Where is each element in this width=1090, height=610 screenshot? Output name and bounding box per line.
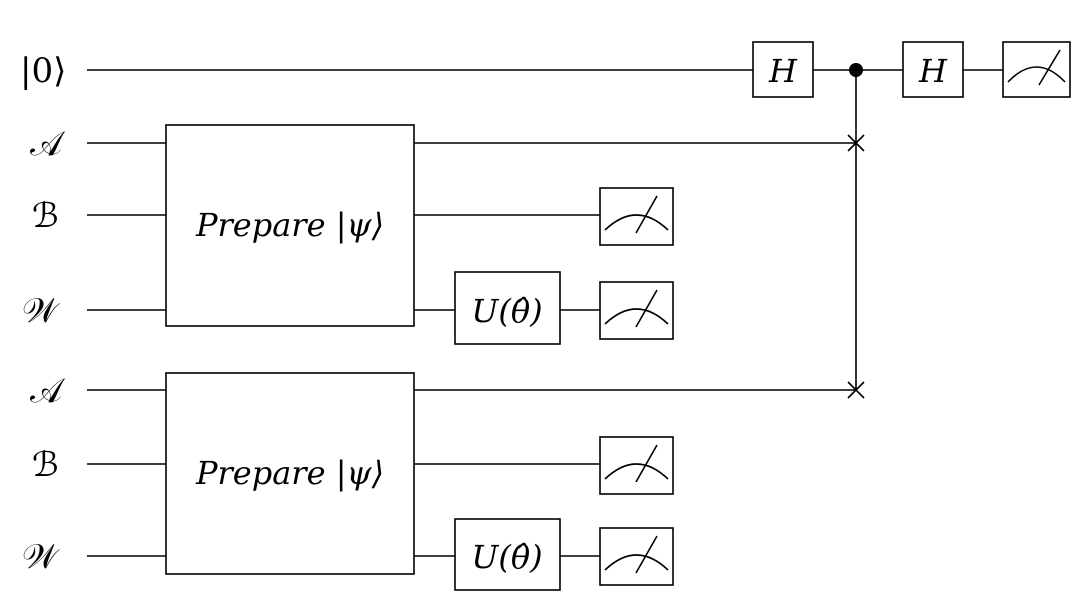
hadamard-gate-1: H xyxy=(752,41,814,98)
wire-label-w1: 𝒲 xyxy=(22,291,61,331)
unitary-gate-2: U(θ̂) xyxy=(454,518,561,591)
unitary-gate-1: U(θ̂) xyxy=(454,271,561,345)
wire-label-a1: 𝒜 xyxy=(30,124,66,164)
svg-text:U(θ̂): U(θ̂) xyxy=(471,292,542,330)
wire-label-w2: 𝒲 xyxy=(22,537,61,577)
swap-cross-icon xyxy=(847,134,865,152)
measurement-meter-icon xyxy=(599,281,674,340)
wire-label-ancilla: |0⟩ xyxy=(20,51,66,91)
svg-text:U(θ̂): U(θ̂) xyxy=(471,538,542,576)
wire-label-b1: ℬ xyxy=(32,196,59,236)
svg-text:Prepare |ψ⟩: Prepare |ψ⟩ xyxy=(195,454,384,492)
svg-text:Prepare |ψ⟩: Prepare |ψ⟩ xyxy=(195,206,384,244)
control-dot-icon xyxy=(849,63,863,77)
measurement-meter-icon xyxy=(599,187,674,246)
measurement-meter-icon xyxy=(1002,41,1071,98)
hadamard-gate-2: H xyxy=(902,41,964,98)
prepare-block-2: Prepare |ψ⟩ xyxy=(165,372,415,575)
wire-label-b2: ℬ xyxy=(32,445,59,485)
svg-text:H: H xyxy=(918,52,948,90)
measurement-meter-icon xyxy=(599,527,674,586)
svg-text:H: H xyxy=(768,52,798,90)
swap-cross-icon xyxy=(847,381,865,399)
wire-label-a2: 𝒜 xyxy=(30,371,66,411)
prepare-block-1: Prepare |ψ⟩ xyxy=(165,124,415,327)
measurement-meter-icon xyxy=(599,436,674,495)
